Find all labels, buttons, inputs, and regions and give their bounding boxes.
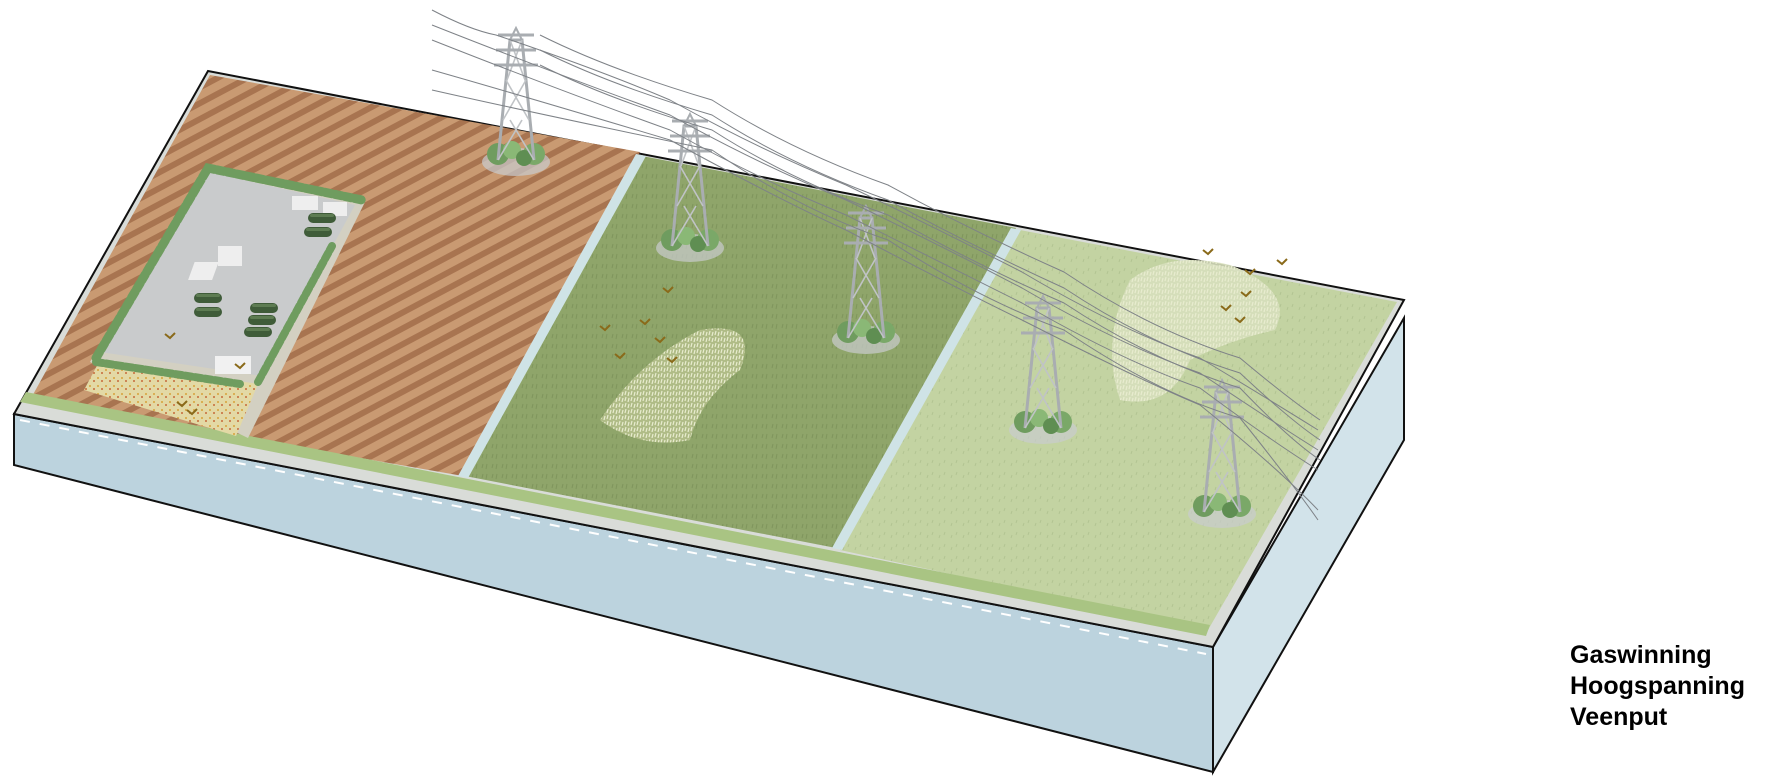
gas-facility [84, 162, 367, 438]
legend-item-hoogspanning: Hoogspanning [1570, 672, 1745, 700]
gas-tank-icon [194, 307, 222, 317]
gas-tank-icon [244, 327, 272, 337]
shrub-icon [656, 227, 724, 262]
bird-icon [1202, 248, 1214, 255]
shrub-icon [832, 319, 900, 354]
gas-tank-icon [194, 293, 222, 303]
legend-item-veenput: Veenput [1570, 703, 1668, 731]
gas-tank-icon [304, 227, 332, 237]
shrub-icon [1188, 493, 1256, 528]
ditch-left [458, 154, 646, 478]
legend-item-gaswinning: Gaswinning [1570, 641, 1712, 669]
power-lines [431, 9, 1321, 521]
legend: Gaswinning Hoogspanning Veenput [1570, 640, 1745, 733]
shrub-icon [482, 141, 550, 176]
grass-verge [20, 392, 1210, 636]
road-centerline [19, 419, 1207, 655]
ditch-right [832, 228, 1021, 550]
bird-icon [1276, 258, 1288, 265]
gas-tank-icon [308, 213, 336, 223]
shrub-icon [1009, 409, 1077, 444]
gas-tank-icon [248, 315, 276, 325]
water-edge-side [1212, 314, 1405, 776]
gas-tank-icon [250, 303, 278, 313]
